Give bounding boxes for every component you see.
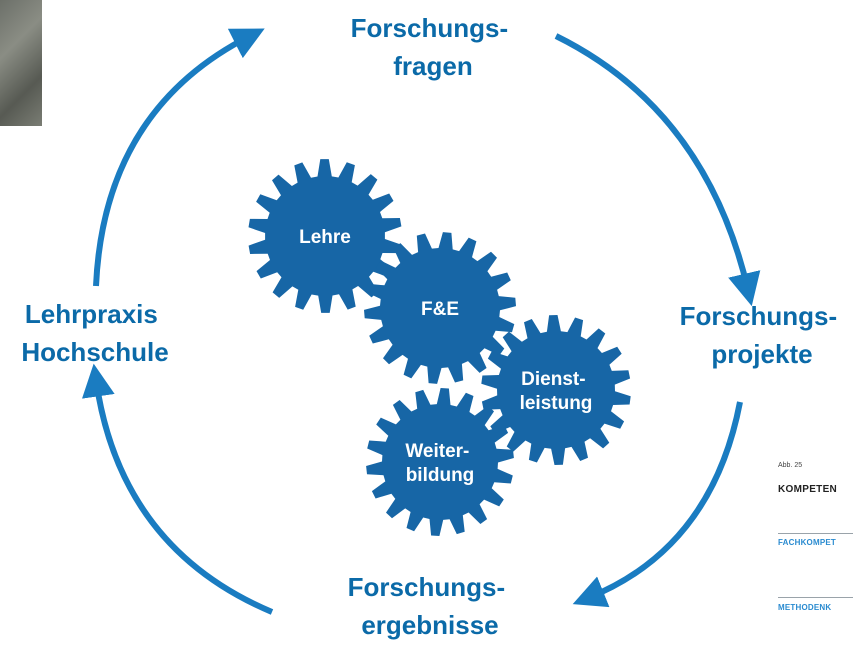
node-forschungsergebnisse: Forschungs- ergebnisse (348, 572, 513, 640)
divider (778, 533, 853, 534)
divider (778, 597, 853, 598)
gear-weiterbildung (366, 388, 514, 536)
arrow-top-to-right (554, 33, 761, 307)
node-forschungsprojekte: Forschungs- projekte (680, 301, 845, 369)
node-forschungsfragen: Forschungs- fragen (351, 13, 516, 81)
figure-reference: Abb. 25 (778, 462, 803, 469)
gear-lehre (248, 159, 402, 313)
arrow-right-to-bottom (572, 401, 743, 608)
gear-label-fe: F&E (421, 299, 459, 320)
photo-fragment (0, 0, 42, 126)
gear-label-dienstleistung: Dienst- leistung (520, 369, 593, 414)
gear-fe (364, 232, 516, 384)
gear-dienstleistung (481, 315, 631, 465)
arrow-bottom-to-left (82, 363, 274, 615)
panel-heading: KOMPETEN (778, 484, 838, 495)
category-methodenkompetenz: METHODENK (778, 603, 832, 612)
side-panel-fragment: Abb. 25 KOMPETEN FACHKOMPET METHODENK (778, 460, 853, 620)
gear-label-weiterbildung: Weiter- bildung (405, 441, 474, 486)
node-lehrpraxis-hochschule: Lehrpraxis Hochschule (21, 299, 168, 367)
gear-label-lehre: Lehre (299, 227, 351, 248)
arrow-left-to-top (93, 28, 265, 287)
category-fachkompetenz: FACHKOMPET (778, 538, 836, 547)
